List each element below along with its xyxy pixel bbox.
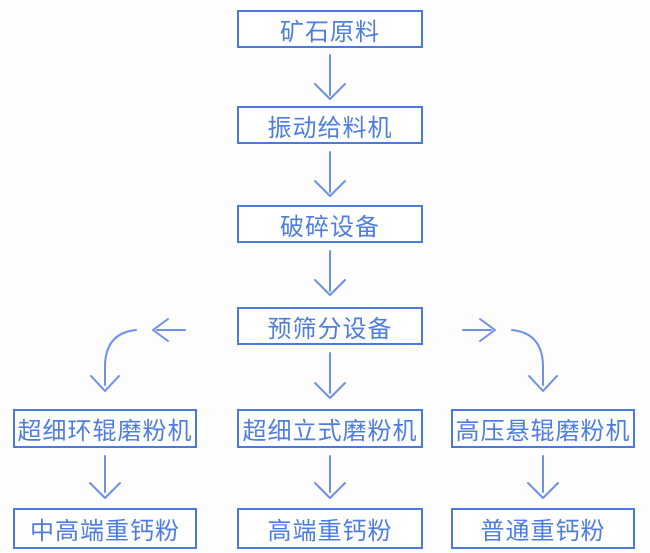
node-pre-screening: 预筛分设备: [237, 307, 423, 345]
node-ultrafine-vertical-mill: 超细立式磨粉机: [237, 409, 423, 448]
curve-left-down-icon: [90, 329, 137, 392]
node-crushing-equipment: 破碎设备: [237, 205, 423, 243]
arrow-crusher-to-screening-icon: [314, 250, 346, 296]
node-vibrating-feeder: 振动给料机: [237, 106, 423, 144]
arrow-screening-left-icon: [152, 318, 186, 342]
node-ordinary-powder: 普通重钙粉: [451, 508, 635, 549]
arrow-feeder-to-crusher-icon: [314, 151, 346, 197]
node-mid-high-end-powder: 中高端重钙粉: [13, 508, 197, 549]
arrow-vertical-mill-to-powder-icon: [314, 455, 346, 499]
curve-right-down-icon: [511, 329, 558, 392]
arrow-ore-to-feeder-icon: [314, 54, 346, 100]
node-ultrafine-ring-roller-mill: 超细环辊磨粉机: [13, 409, 197, 448]
arrow-ring-mill-to-powder-icon: [89, 455, 121, 499]
node-high-pressure-suspension-roller-mill: 高压悬辊磨粉机: [451, 409, 635, 448]
arrow-hp-mill-to-powder-icon: [527, 455, 559, 499]
arrow-screening-right-icon: [462, 318, 496, 342]
arrow-screening-to-vertical-mill-icon: [314, 352, 346, 399]
node-ore: 矿石原料: [237, 10, 423, 48]
node-high-end-powder: 高端重钙粉: [237, 508, 423, 549]
